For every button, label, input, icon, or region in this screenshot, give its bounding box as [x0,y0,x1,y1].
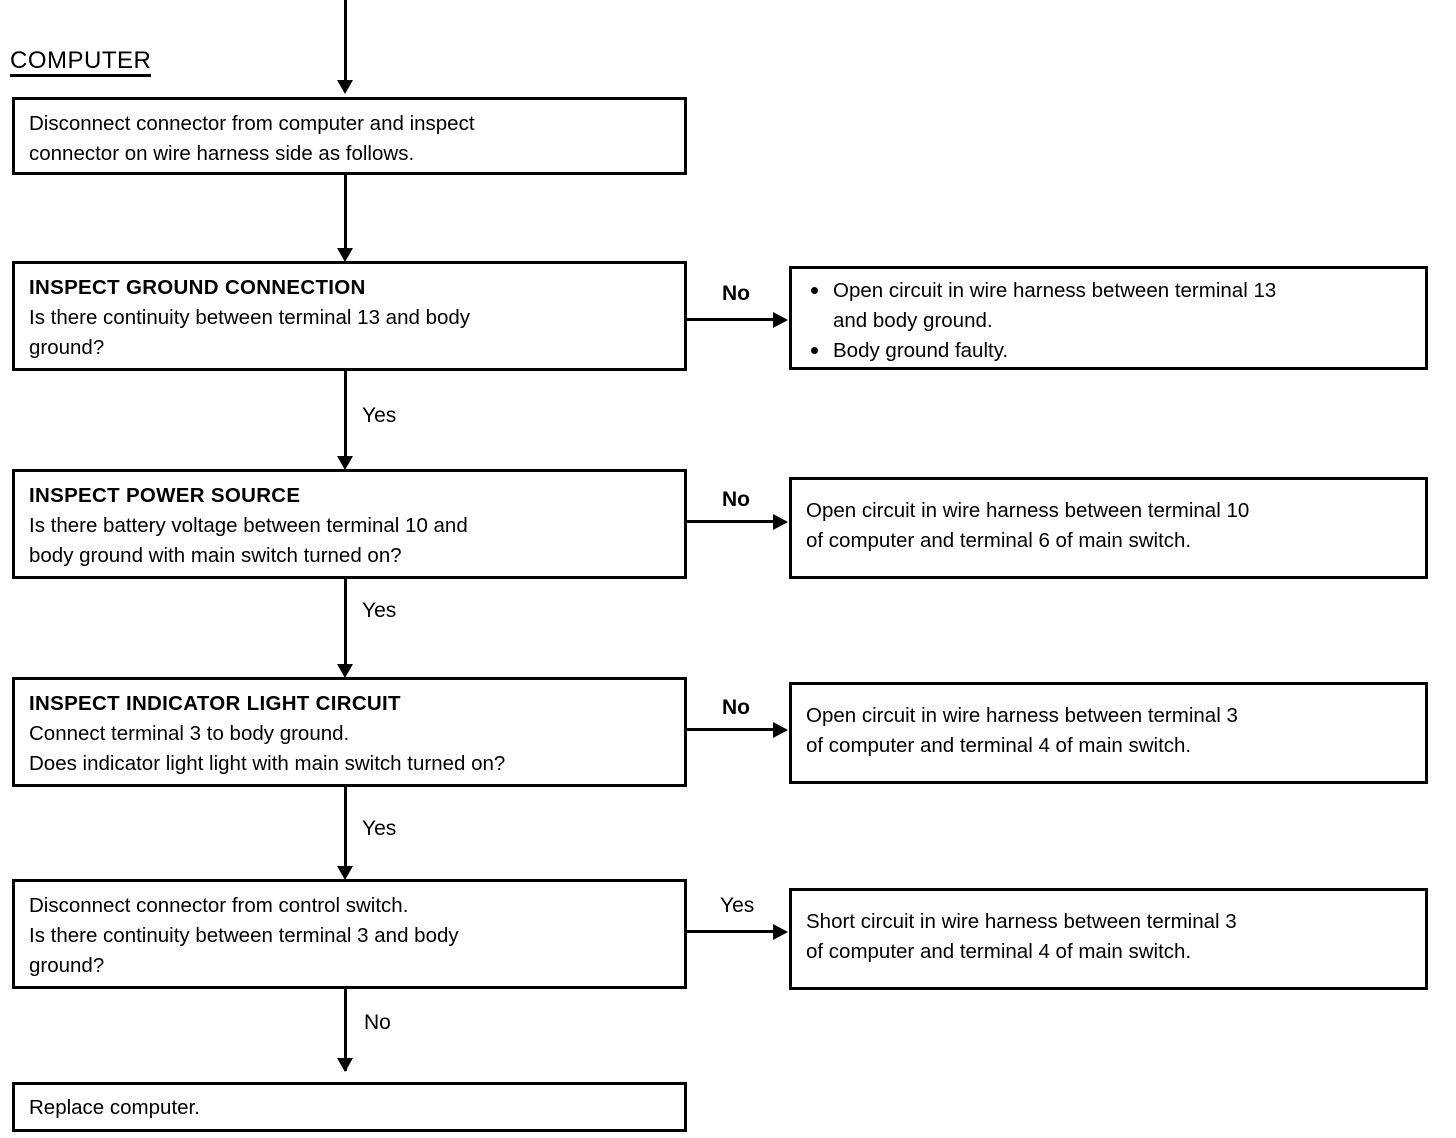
edge-label-indicator-no: No [722,696,750,719]
ground-fault-bullet-2-line-1: Body ground faulty. [833,339,1009,362]
connector-incoming-arrow [337,80,353,94]
node-control-line-3: ground? [29,954,105,977]
edge-label-indicator-yes: Yes [362,817,397,840]
node-inspect-ground-connection: INSPECT GROUND CONNECTION Is there conti… [12,261,687,371]
connector-incoming-line [344,0,347,82]
power-fault-line-1: Open circuit in wire harness between ter… [806,499,1250,522]
edge-indicator-no-arrow [773,722,788,738]
node-power-line-2: body ground with main switch turned on? [29,544,402,567]
short-circuit-line-2: of computer and terminal 4 of main switc… [806,940,1192,963]
node-replace-line-1: Replace computer. [29,1096,200,1119]
node-start: Disconnect connector from computer and i… [12,97,687,175]
connector-power-yes-arrow [337,664,353,678]
node-inspect-power-source: INSPECT POWER SOURCE Is there battery vo… [12,469,687,579]
edge-ground-no-line [687,318,777,321]
node-control-line-1: Disconnect connector from control switch… [29,894,409,917]
node-indicator-fault-result: Open circuit in wire harness between ter… [789,682,1428,784]
node-indicator-line-1: Connect terminal 3 to body ground. [29,722,350,745]
edge-label-control-no: No [364,1011,391,1034]
indicator-fault-line-1: Open circuit in wire harness between ter… [806,704,1238,727]
node-short-circuit-result: Short circuit in wire harness between te… [789,888,1428,990]
node-indicator-heading: INSPECT INDICATOR LIGHT CIRCUIT [29,692,401,715]
node-control-line-2: Is there continuity between terminal 3 a… [29,924,459,947]
ground-fault-bullet-list: Open circuit in wire harness between ter… [806,276,1411,366]
ground-fault-bullet-1-line-1: Open circuit in wire harness between ter… [833,279,1277,302]
node-start-line-1: Disconnect connector from computer and i… [29,112,475,135]
edge-label-control-yes: Yes [720,894,755,917]
edge-label-ground-no: No [722,282,750,305]
edge-label-ground-yes: Yes [362,404,397,427]
power-fault-line-2: of computer and terminal 6 of main switc… [806,529,1192,552]
indicator-fault-line-2: of computer and terminal 4 of main switc… [806,734,1192,757]
short-circuit-line-1: Short circuit in wire harness between te… [806,910,1237,933]
connector-control-no-line [344,989,347,1071]
edge-control-yes-arrow [773,924,788,940]
bullet-dot-icon [811,347,818,354]
node-ground-fault-result: Open circuit in wire harness between ter… [789,266,1428,370]
connector-control-no-arrow [337,1058,353,1072]
node-power-fault-result: Open circuit in wire harness between ter… [789,477,1428,579]
connector-indicator-yes-arrow [337,866,353,880]
edge-indicator-no-line [687,728,777,731]
node-control-switch-check: Disconnect connector from control switch… [12,879,687,989]
node-ground-line-2: ground? [29,336,105,359]
node-ground-line-1: Is there continuity between terminal 13 … [29,306,471,329]
list-item: Open circuit in wire harness between ter… [806,276,1411,336]
bullet-dot-icon [811,287,818,294]
edge-label-power-no: No [722,488,750,511]
node-inspect-indicator-light-circuit: INSPECT INDICATOR LIGHT CIRCUIT Connect … [12,677,687,787]
connector-start-to-ground-arrow [337,248,353,262]
node-replace-computer: Replace computer. [12,1082,687,1132]
node-power-line-1: Is there battery voltage between termina… [29,514,468,537]
connector-start-to-ground-line [344,175,347,257]
edge-ground-no-arrow [773,312,788,328]
edge-power-no-line [687,520,777,523]
connector-ground-yes-arrow [337,456,353,470]
list-item: Body ground faulty. [806,336,1411,366]
node-start-line-2: connector on wire harness side as follow… [29,142,415,165]
ground-fault-bullet-1-line-2: and body ground. [833,309,993,332]
node-power-heading: INSPECT POWER SOURCE [29,484,301,507]
node-ground-heading: INSPECT GROUND CONNECTION [29,276,366,299]
connector-ground-yes-line [344,371,347,465]
page-title: COMPUTER [10,48,152,78]
connector-power-yes-line [344,579,347,673]
edge-label-power-yes: Yes [362,599,397,622]
edge-control-yes-line [687,930,777,933]
node-indicator-line-2: Does indicator light light with main swi… [29,752,506,775]
connector-indicator-yes-line [344,787,347,877]
edge-power-no-arrow [773,514,788,530]
